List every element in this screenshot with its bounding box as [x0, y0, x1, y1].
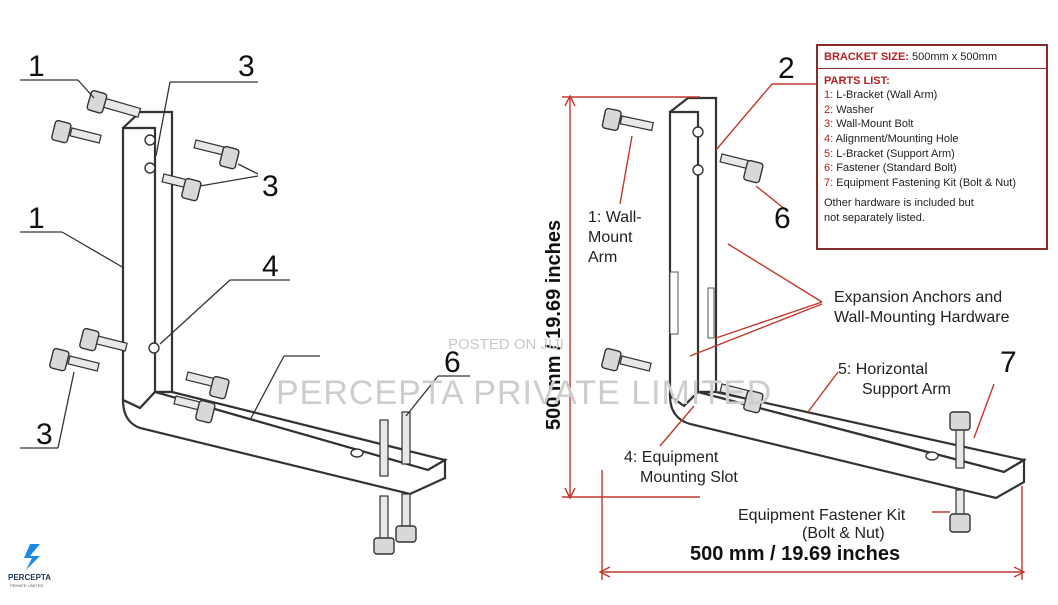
callout-left-3-bottom: 3 [36, 418, 53, 451]
parts-list-item: 7: Equipment Fastening Kit (Bolt & Nut) [824, 176, 1016, 189]
bracket-size-line: BRACKET SIZE: 500mm x 500mm [824, 50, 1040, 65]
left-bolts [49, 90, 417, 555]
parts-list-title: PARTS LIST: [824, 74, 890, 87]
callout-right-6: 6 [774, 202, 791, 235]
logo-subtitle: PRIVATE LIMITED [10, 583, 44, 588]
callout-left-1-top: 1 [28, 50, 45, 83]
percepta-logo-mark [24, 544, 40, 570]
right-callout-lines [619, 83, 995, 513]
watermark-company: PERCEPTA PRIVATE LIMITED [276, 374, 773, 412]
label-wall-arm-2: Mount [588, 229, 633, 246]
label-anchors-2: Wall-Mounting Hardware [834, 309, 1010, 326]
parts-list-item: 5: L-Bracket (Support Arm) [824, 147, 955, 160]
callout-left-6: 6 [444, 346, 461, 379]
parts-list-item: 3: Wall-Mount Bolt [824, 118, 914, 131]
label-horizontal-1: 5: Horizontal [838, 361, 928, 378]
dimension-lines [562, 94, 1026, 580]
left-l-bracket [121, 110, 448, 496]
bracket-size-value: 500mm x 500mm [912, 51, 997, 63]
parts-list-item: 6: Fastener (Standard Bolt) [824, 162, 957, 175]
parts-list-item: 2: Washer [824, 103, 874, 116]
parts-list-item: 1: L-Bracket (Wall Arm) [824, 89, 938, 102]
callout-right-2: 2 [778, 52, 795, 85]
label-kit-2: (Bolt & Nut) [802, 525, 885, 542]
label-horizontal-2: Support Arm [862, 381, 951, 398]
parts-list-box: BRACKET SIZE: 500mm x 500mm PARTS LIST: … [816, 44, 1048, 250]
left-callout-lines [20, 79, 470, 449]
label-wall-arm-3: Arm [588, 249, 617, 266]
watermark-posted: POSTED ON JIJI [448, 336, 564, 353]
horizontal-dimension-label: 500 mm / 19.69 inches [690, 543, 900, 565]
parts-list-item: 4: Alignment/Mounting Hole [824, 132, 959, 145]
callout-left-4: 4 [262, 250, 279, 283]
parts-note-1: Other hardware is included but [824, 197, 974, 210]
right-bolts [601, 107, 971, 533]
right-l-bracket [668, 96, 1027, 500]
bracket-size-title: BRACKET SIZE: [824, 51, 909, 63]
label-kit-1: Equipment Fastener Kit [738, 507, 906, 524]
callout-left-1-side: 1 [28, 202, 45, 235]
label-anchors-1: Expansion Anchors and [834, 289, 1002, 306]
callout-left-3-top: 3 [238, 50, 255, 83]
callout-right-7: 7 [1000, 346, 1017, 379]
label-slot-2: Mounting Slot [640, 469, 738, 486]
vertical-dimension-label: 500 mm / 19.69 inches [543, 220, 565, 430]
callout-left-3-right: 3 [262, 170, 279, 203]
label-slot-1: 4: Equipment [624, 449, 719, 466]
label-wall-arm-1: 1: Wall- [588, 209, 642, 226]
logo-name: PERCEPTA [8, 573, 51, 582]
parts-note-2: not separately listed. [824, 211, 925, 224]
parts-box-divider [818, 67, 1046, 69]
